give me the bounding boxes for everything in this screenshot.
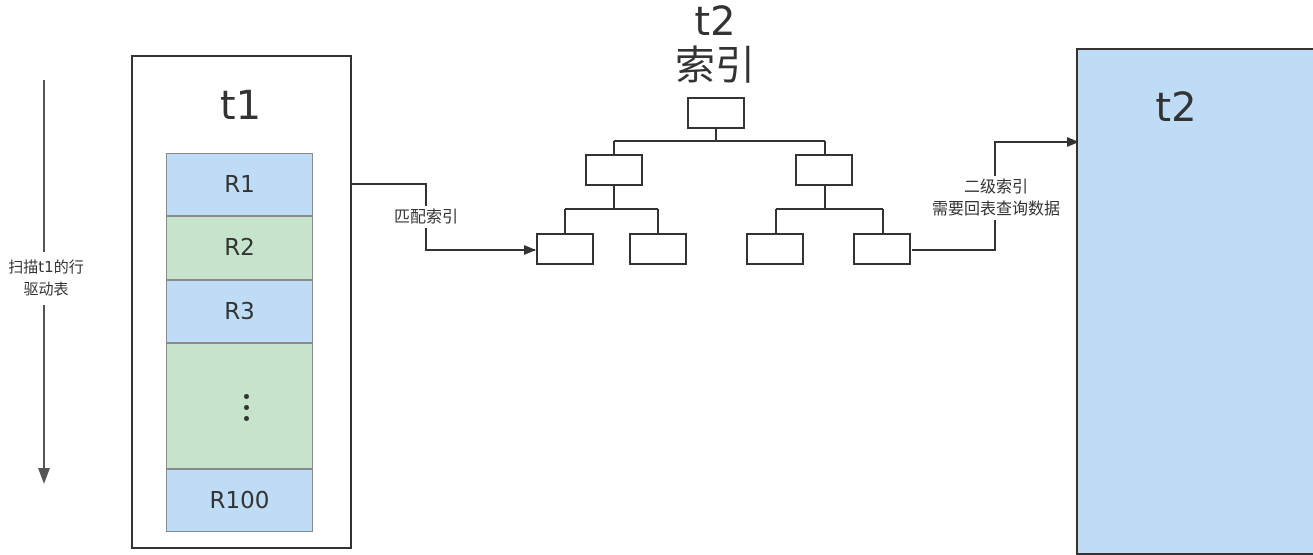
- index-branch-node-right: [795, 154, 853, 186]
- row-label: R1: [224, 171, 255, 198]
- index-tree-edges: [564, 129, 884, 233]
- t1-row-ellipsis: [166, 343, 313, 469]
- scan-label-line1: 扫描t1的行: [8, 258, 84, 276]
- t2-table: [1076, 48, 1313, 555]
- scan-label-line2: 驱动表: [23, 280, 69, 298]
- secondary-index-label: 二级索引 需要回表查询数据: [920, 176, 1072, 220]
- t2-table-title: t2: [1155, 85, 1197, 131]
- t1-row-r3: R3: [166, 280, 313, 343]
- t1-row-r100: R100: [166, 469, 313, 532]
- index-leaf-node: [746, 233, 804, 265]
- index-title: t2 索引: [655, 0, 775, 88]
- row-label: R3: [224, 298, 255, 325]
- index-branch-node-left: [585, 154, 643, 186]
- scan-driving-table-label: 扫描t1的行 驱动表: [0, 256, 92, 300]
- row-label: R2: [224, 235, 255, 261]
- index-leaf-node: [853, 233, 911, 265]
- t1-row-r1: R1: [166, 153, 313, 216]
- t1-table-title: t1: [219, 83, 262, 129]
- match-index-label: 匹配索引: [378, 206, 474, 228]
- index-title-line2: 索引: [675, 43, 755, 89]
- secondary-label-line2: 需要回表查询数据: [931, 199, 1060, 218]
- secondary-label-line1: 二级索引: [963, 177, 1028, 196]
- row-label: R100: [209, 487, 270, 514]
- ellipsis-icon: [244, 393, 249, 421]
- index-root-node: [687, 97, 745, 129]
- index-leaf-node: [629, 233, 687, 265]
- t1-row-r2: R2: [166, 216, 313, 280]
- index-title-line1: t2: [694, 0, 736, 45]
- index-leaf-node: [536, 233, 594, 265]
- scan-direction-arrow: [38, 80, 50, 484]
